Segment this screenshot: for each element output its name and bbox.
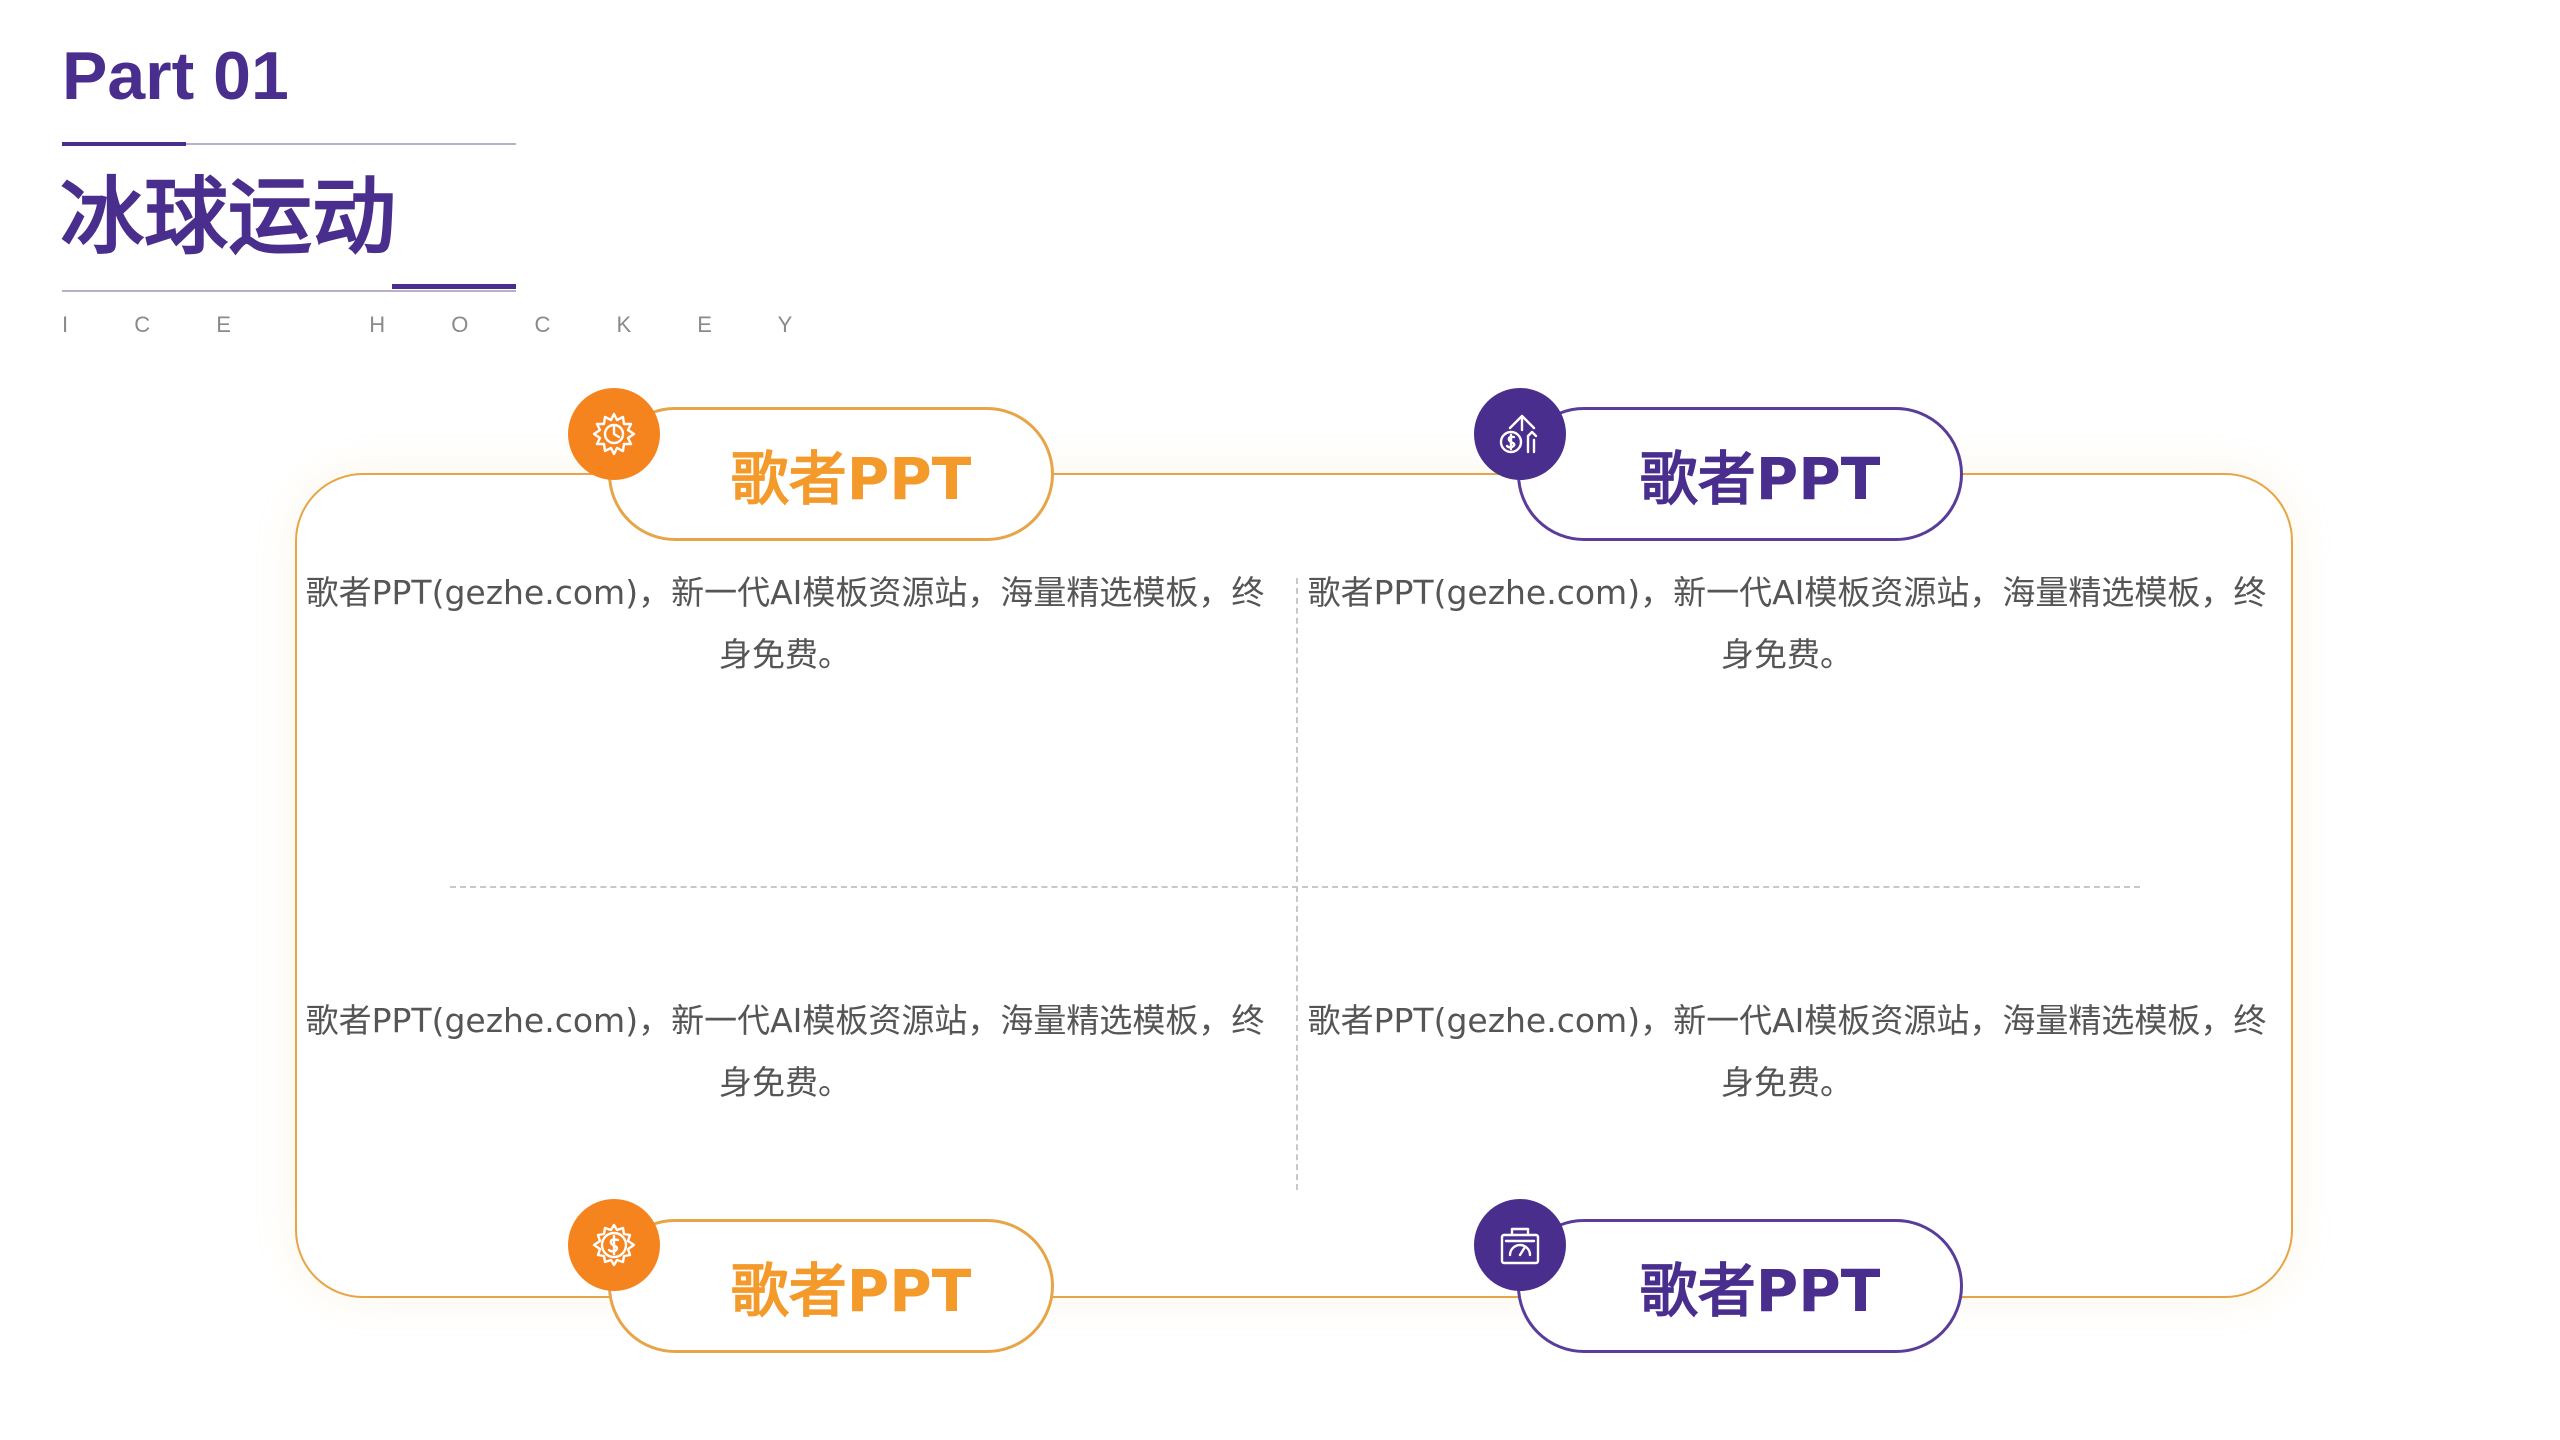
horizontal-divider [450, 886, 2140, 888]
card-2-heading-pill: 歌者PPT [1517, 407, 1963, 541]
card-3-body: 歌者PPT(gezhe.com)，新一代AI模板资源站，海量精选模板，终身免费。 [305, 1001, 1265, 1102]
header-divider-top [62, 143, 516, 145]
coin-gear-icon [592, 1223, 636, 1267]
card-2-heading: 歌者PPT [1639, 445, 1881, 513]
card-2-body: 歌者PPT(gezhe.com)，新一代AI模板资源站，海量精选模板，终身免费。 [1307, 573, 2267, 674]
card-3-badge [568, 1199, 660, 1291]
content-frame [295, 473, 2293, 1298]
header-divider-top-accent [62, 142, 186, 146]
card-1-badge [568, 388, 660, 480]
gear-icon [592, 412, 636, 456]
part-label: Part 01 [62, 38, 289, 114]
page-title: 冰球运动 [60, 168, 397, 266]
card-3-heading: 歌者PPT [730, 1257, 972, 1325]
header-divider-bottom-accent [392, 284, 516, 289]
card-3-heading-pill: 歌者PPT [608, 1219, 1054, 1353]
header-divider-bottom [62, 290, 516, 292]
money-growth-icon [1499, 414, 1538, 454]
briefcase-gauge-icon [1500, 1227, 1540, 1265]
card-1-body: 歌者PPT(gezhe.com)，新一代AI模板资源站，海量精选模板，终身免费。 [305, 573, 1265, 674]
page-subtitle: I C E H O C K E Y [62, 312, 823, 337]
card-4-badge [1474, 1199, 1566, 1291]
card-4-body: 歌者PPT(gezhe.com)，新一代AI模板资源站，海量精选模板，终身免费。 [1307, 1001, 2267, 1102]
card-1-heading-pill: 歌者PPT [608, 407, 1054, 541]
card-1-heading: 歌者PPT [730, 445, 972, 513]
card-2-badge [1474, 388, 1566, 480]
card-4-heading-pill: 歌者PPT [1517, 1219, 1963, 1353]
vertical-divider [1296, 578, 1298, 1190]
card-4-heading: 歌者PPT [1639, 1257, 1881, 1325]
